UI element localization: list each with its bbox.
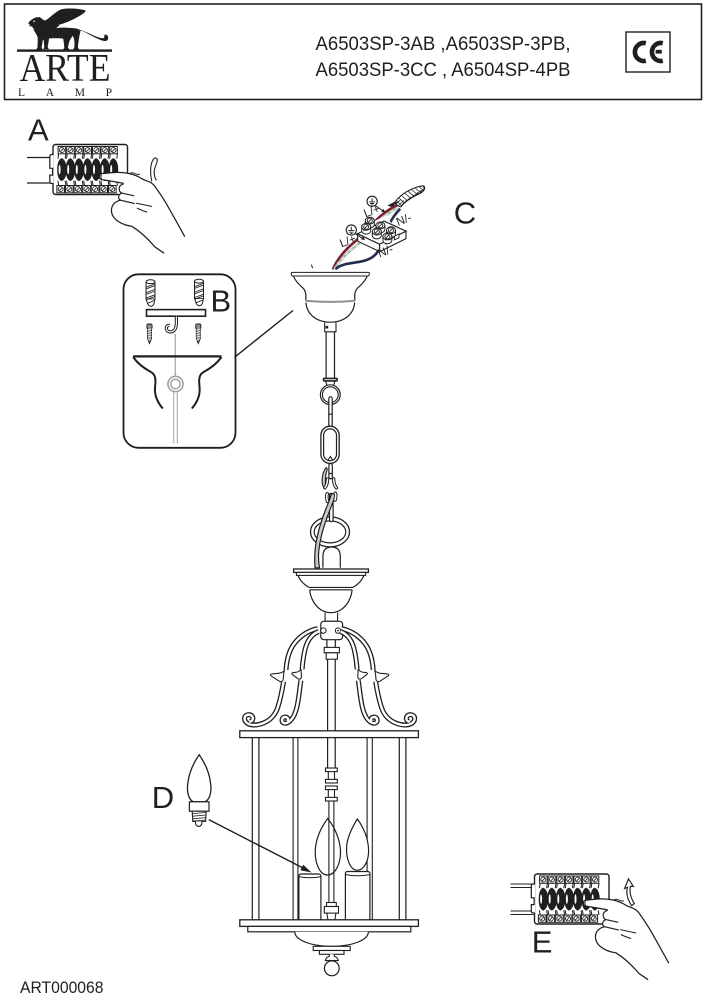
cage-rod-mid	[327, 659, 336, 731]
mains-wires-e	[510, 883, 534, 916]
mains-cable-icon	[393, 185, 426, 208]
cage-arms	[245, 629, 415, 725]
earth-leader-top-arrow	[381, 208, 386, 213]
suspension-cable-lower	[173, 391, 178, 444]
cage-bar-inner-left	[292, 737, 299, 920]
neutral-label-bottom: N/-	[376, 243, 395, 261]
candle-bulb-icon	[186, 753, 212, 827]
rod-collar-2	[323, 646, 340, 660]
next-link-tip	[327, 455, 334, 461]
open-link-stem	[328, 462, 333, 480]
wall-plug-right-icon	[194, 278, 204, 307]
cage-rod-lower	[328, 801, 335, 903]
candle-bulb-left	[314, 817, 342, 876]
step-b-box	[122, 273, 237, 449]
wire-end-curl-a	[150, 157, 158, 182]
winged-lion-icon	[17, 8, 112, 52]
open-link-prong-left	[323, 477, 330, 490]
terminal-block-c	[356, 215, 408, 253]
hanging-loop	[314, 493, 337, 569]
step-a-label: A	[28, 113, 49, 148]
hanging-rod	[325, 332, 336, 379]
brand-name: ARTE	[20, 47, 111, 90]
chain-link-oval-inner	[323, 428, 338, 462]
cage-top-ring	[239, 730, 420, 739]
header-box	[3, 3, 703, 101]
finial-ball	[323, 960, 340, 977]
cage-bar-outer-left	[251, 737, 260, 920]
step-e-label: E	[532, 925, 553, 960]
ce-mark-icon	[625, 31, 671, 73]
candle-bulb-right	[345, 817, 370, 871]
loop-knob	[322, 546, 341, 568]
step-a: A	[27, 113, 186, 254]
neutral-label-top: N/-	[394, 211, 413, 229]
ceiling-cup	[290, 271, 370, 333]
loop-assembly	[309, 491, 351, 569]
step-d-label: D	[152, 780, 174, 815]
cage-bottom-ring	[239, 919, 420, 928]
mains-wires-a	[27, 156, 52, 184]
loop-fork-left	[325, 492, 330, 504]
step-e: E	[510, 874, 670, 981]
arrow-head-d	[300, 864, 312, 873]
rod-taper	[325, 381, 336, 386]
product-codes-line2: A6503SP-3CC , A6504SP-4PB	[316, 60, 571, 81]
chain	[319, 384, 341, 490]
live-label-top: L/+	[362, 202, 382, 220]
pointer-line-b	[234, 309, 294, 358]
lamp-canopy	[292, 568, 370, 641]
candle-sleeve-left	[298, 873, 322, 923]
cable-gland-inner	[170, 378, 181, 390]
rotate-arrow-icon	[623, 877, 636, 907]
bottom-finial	[294, 931, 369, 977]
rod-knuckle-bottom	[323, 901, 340, 920]
open-link-prong-right	[331, 477, 339, 490]
step-b-label: B	[211, 284, 232, 319]
terminal-block-a	[50, 145, 128, 195]
live-label-bottom: L/+	[338, 232, 358, 250]
cage-bar-outer-right	[398, 737, 407, 920]
cage-bottom-plate	[247, 925, 412, 933]
canopy-section-right	[191, 356, 223, 410]
arrow-line-d	[208, 818, 304, 869]
step-c-label: C	[454, 196, 476, 231]
step-d: D	[152, 753, 312, 873]
mounting-bracket	[145, 308, 207, 318]
loop-fork-right	[333, 491, 338, 502]
wire-tick	[310, 264, 314, 269]
document-code: ART000068	[20, 978, 104, 997]
product-codes: A6503SP-3AB ,A6503SP-3PB, A6503SP-3CC , …	[316, 34, 571, 81]
rod-knuckle-mid	[324, 767, 338, 802]
product-codes-line1: A6503SP-3AB ,A6503SP-3PB,	[316, 34, 571, 55]
wall-plug-left-icon	[145, 279, 156, 307]
pendant-lamp	[239, 264, 420, 977]
candle-sleeve-right	[344, 870, 371, 924]
cage-rod-inner-top	[327, 737, 336, 768]
earth-leader-bottom	[354, 233, 363, 239]
rod-collar	[322, 377, 338, 382]
step-c: C	[331, 185, 476, 271]
neutral-wire	[334, 207, 402, 271]
arte-lamp-logo: ARTE LAMP	[17, 8, 112, 99]
header: ARTE LAMP A6503SP-3AB ,A6503SP-3PB, A650…	[3, 3, 703, 101]
cage-rod-upper	[326, 639, 336, 648]
canopy-section-left	[132, 356, 164, 410]
step-b: B	[122, 273, 294, 449]
earth-leader-top	[374, 204, 383, 212]
earth-leader-bottom-arrow	[361, 236, 365, 240]
